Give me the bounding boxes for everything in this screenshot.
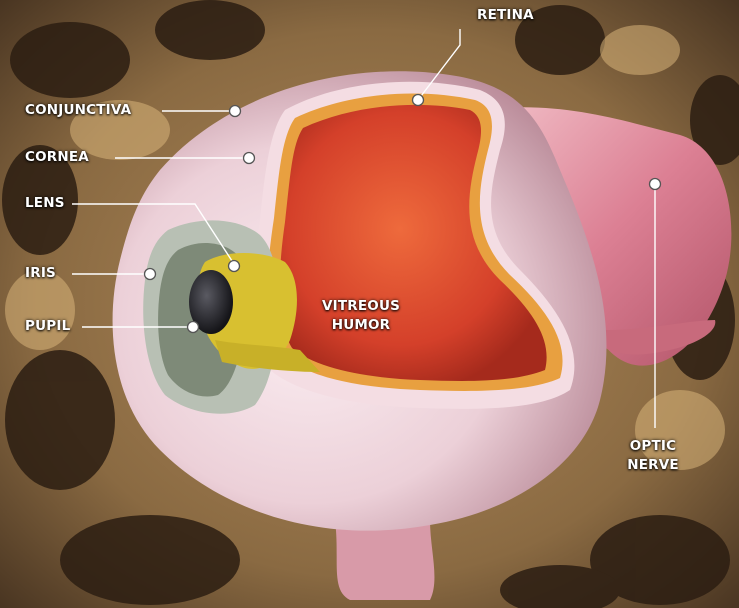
vitreous-humor-label-line1: VITREOUS [306,297,416,316]
cornea-marker-dot [244,153,255,164]
vitreous-humor-label-line2: HUMOR [306,316,416,335]
pupil-marker-dot [188,322,199,333]
pupil-label: PUPIL [25,317,70,336]
muscle-stalk [335,520,434,600]
optic-nerve-label: OPTIC NERVE [608,437,698,475]
conjunctiva-marker-dot [230,106,241,117]
cornea-label: CORNEA [25,148,89,167]
vitreous-humor-label: VITREOUS HUMOR [306,297,416,335]
conjunctiva-label: CONJUNCTIVA [25,101,131,120]
optic-nerve-label-line2: NERVE [608,456,698,475]
optic-nerve-label-line1: OPTIC [608,437,698,456]
optic-nerve-marker-dot [650,179,661,190]
retina-label: RETINA [477,6,534,25]
lens-marker-dot [229,261,240,272]
iris-label: IRIS [25,264,56,283]
lens-label: LENS [25,194,65,213]
retina-marker-dot [413,95,424,106]
iris-marker-dot [145,269,156,280]
